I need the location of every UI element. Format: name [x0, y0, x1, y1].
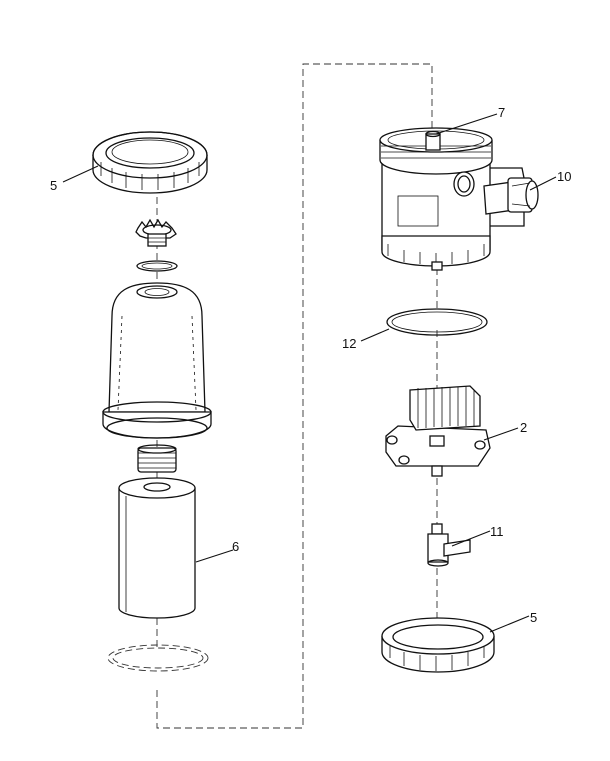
callout-5-top: 5 [50, 178, 57, 193]
leader-lines [62, 113, 557, 633]
filter-head-housing [379, 127, 539, 271]
threaded-stud [137, 444, 177, 473]
callout-7: 7 [498, 105, 505, 120]
callout-5-bottom: 5 [530, 610, 537, 625]
bowl-o-ring [107, 644, 209, 672]
callout-2: 2 [520, 420, 527, 435]
filter-bowl [102, 282, 212, 439]
collar-nut-bottom [381, 617, 495, 673]
assembly-path-line [156, 63, 438, 729]
small-o-ring [136, 260, 178, 272]
callout-6: 6 [232, 539, 239, 554]
callout-10: 10 [557, 169, 571, 184]
spring-adapter [135, 218, 177, 247]
drain-valve [427, 523, 471, 567]
head-o-ring [386, 308, 488, 336]
filter-element [118, 477, 196, 619]
collar-nut-top [92, 131, 208, 194]
callout-12: 12 [342, 336, 356, 351]
heater-assembly [385, 385, 491, 477]
callout-11: 11 [490, 524, 504, 539]
